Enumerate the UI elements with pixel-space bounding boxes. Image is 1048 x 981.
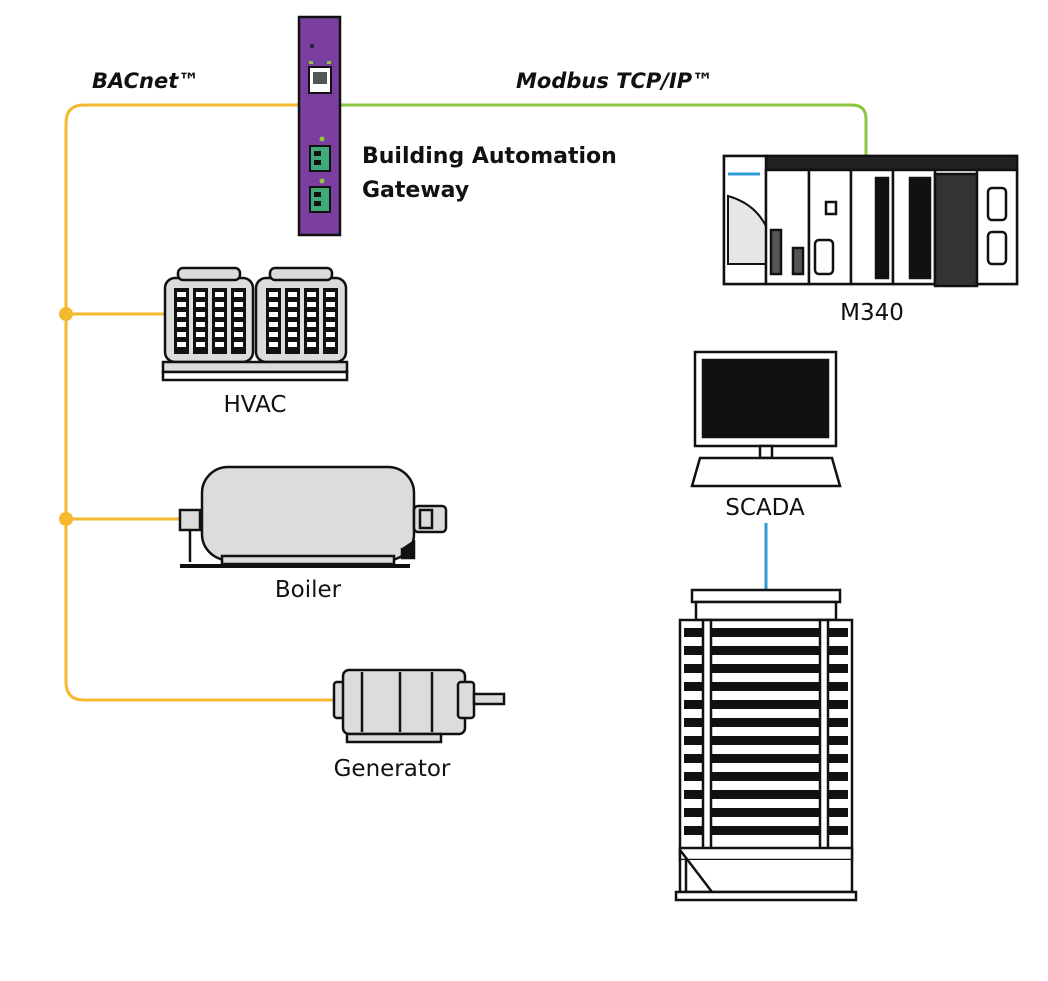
terminal-block-icon	[309, 136, 331, 172]
plc-rack-icon	[722, 154, 1019, 288]
generator-label: Generator	[334, 756, 451, 782]
bacnet-protocol-label: BACnet™	[92, 69, 199, 93]
server-rack-icon	[674, 588, 858, 902]
ethernet-port-icon	[308, 61, 332, 94]
gateway-device	[297, 15, 342, 237]
modbus-line	[340, 103, 868, 156]
plc-label: M340	[840, 300, 904, 326]
modbus-protocol-label: Modbus TCP/IP™	[516, 69, 713, 93]
gateway-label-line2: Gateway	[362, 178, 469, 203]
generator-icon	[332, 668, 506, 744]
bacnet-trunk-line	[64, 103, 334, 702]
bacnet-junction-boiler	[59, 512, 73, 526]
terminal-block-icon	[309, 178, 331, 213]
scada-label: SCADA	[725, 495, 805, 521]
hvac-label: HVAC	[224, 392, 287, 418]
bacnet-junction-hvac	[59, 307, 73, 321]
boiler-label: Boiler	[275, 577, 342, 603]
hvac-unit-icon	[161, 266, 349, 382]
scada-monitor-icon	[690, 350, 842, 488]
bacnet-bus	[64, 103, 334, 702]
gateway-label-line1: Building Automation	[362, 144, 617, 169]
boiler-icon	[178, 465, 448, 568]
